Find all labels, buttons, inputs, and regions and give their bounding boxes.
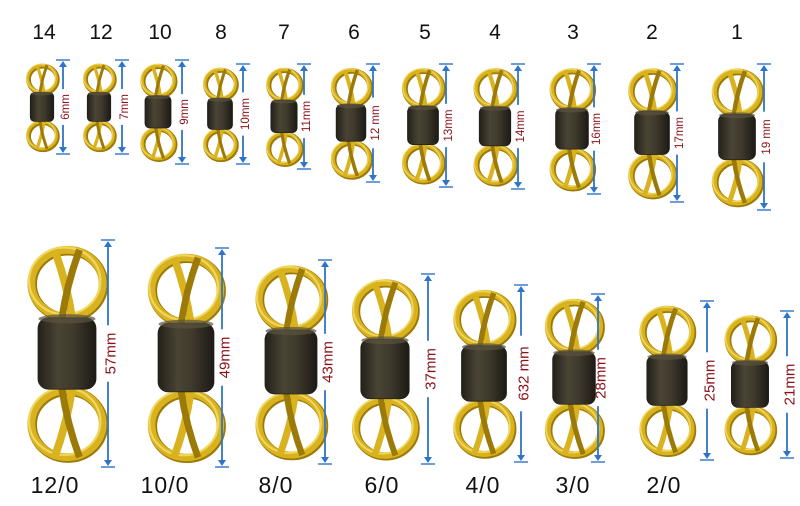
large-swivel: 43mm — [255, 259, 337, 465]
measurement-label: 16mm — [591, 113, 603, 145]
measurement-label: 12 mm — [370, 105, 382, 140]
size-label: 2/0 — [646, 472, 682, 498]
small-swivel: 7mm — [83, 59, 131, 155]
size-label: 2 — [646, 21, 658, 44]
size-label: 7 — [278, 21, 290, 44]
size-label: 3/0 — [555, 472, 591, 498]
small-swivel: 11mm — [266, 63, 313, 170]
measurement-label: 19 mm — [761, 119, 773, 154]
measurement-label: 13mm — [443, 110, 455, 142]
large-swivel: 28mm — [544, 293, 610, 463]
measurement-label: 43mm — [320, 341, 337, 383]
small-swivel: 19 mm — [711, 63, 773, 211]
measurement-label: 21mm — [782, 364, 799, 406]
measurement-label: 14mm — [515, 111, 527, 143]
measurement-label: 49mm — [217, 337, 234, 379]
size-label: 10/0 — [140, 472, 190, 498]
small-swivel: 6mm — [26, 59, 72, 155]
size-label: 8/0 — [258, 472, 294, 498]
measurement-label: 25mm — [702, 360, 719, 402]
measurement-label: 57mm — [103, 333, 120, 375]
small-swivel: 10mm — [202, 63, 252, 165]
size-label: 5 — [419, 21, 431, 44]
measurement-label: 17mm — [674, 117, 686, 149]
measurement-label: 7mm — [119, 94, 131, 120]
size-label: 4/0 — [465, 472, 501, 498]
large-swivel: 49mm — [147, 247, 234, 468]
small-swivel: 16mm — [549, 63, 603, 195]
large-swivel: 632 mm — [453, 284, 533, 463]
size-label: 6/0 — [364, 472, 400, 498]
small-swivel: 17mm — [628, 63, 686, 203]
size-label: 8 — [215, 21, 227, 44]
measurement-label: 9mm — [179, 99, 191, 125]
small-swivel: 12 mm — [330, 63, 382, 183]
measurement-label: 632 mm — [516, 346, 533, 400]
small-swivel: 13mm — [401, 63, 455, 188]
small-swivel: 14mm — [473, 63, 527, 190]
measurement-label: 37mm — [423, 348, 440, 390]
measurement-label: 10mm — [240, 98, 252, 130]
large-swivel: 57mm — [27, 239, 120, 468]
measurement-label: 11mm — [301, 101, 313, 132]
size-label: 4 — [489, 21, 501, 44]
size-label: 1 — [731, 21, 743, 44]
large-swivel: 21mm — [724, 310, 799, 459]
size-label: 12 — [89, 21, 113, 44]
size-label: 14 — [32, 21, 56, 44]
measurement-label: 6mm — [60, 94, 72, 120]
size-label: 12/0 — [30, 472, 80, 498]
large-swivel: 37mm — [351, 273, 440, 465]
size-label: 6 — [348, 21, 360, 44]
size-label: 10 — [148, 21, 172, 44]
measurement-label: 28mm — [593, 357, 610, 399]
size-label: 3 — [567, 21, 579, 44]
small-swivel: 9mm — [140, 59, 191, 165]
large-swivel: 25mm — [639, 300, 719, 461]
